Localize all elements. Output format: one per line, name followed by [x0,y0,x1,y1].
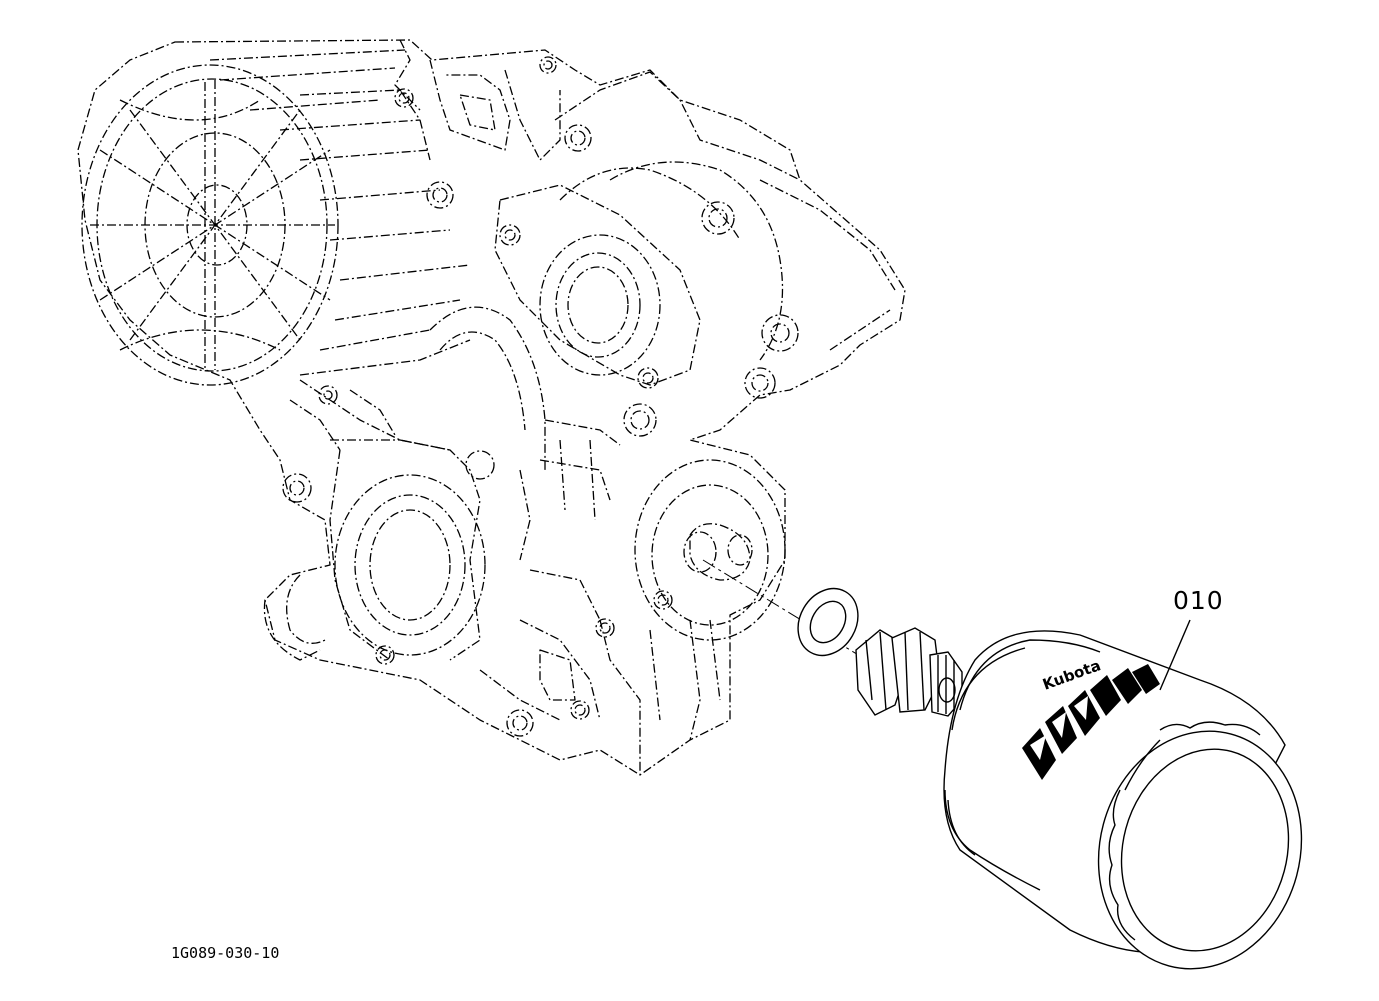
fan-pulley [81,64,339,386]
lower-bore [334,474,486,656]
callout-label-010[interactable]: 010 [1173,586,1224,615]
oil-filter-cartridge[interactable]: Kubota [943,630,1328,992]
gear-case-housing [77,39,906,776]
gasket-ring [797,587,859,657]
kubota-logo-mark [1022,664,1160,780]
bolt-bosses [282,56,799,737]
filter-mount-boss [634,459,786,641]
callout-leader-line [1159,619,1191,691]
water-flange [494,184,701,386]
center-fitting [855,627,963,717]
figure-code: 1G089-030-10 [171,944,280,962]
